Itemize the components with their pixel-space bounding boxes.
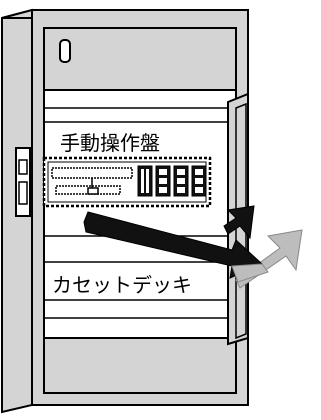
rack-area xyxy=(43,89,237,339)
arrow-in xyxy=(223,205,255,240)
manual-panel-label: 手動操作盤 xyxy=(60,131,160,155)
arrow-out-shadow xyxy=(231,263,269,283)
top-panel xyxy=(43,27,237,91)
cassette-deck-label: カセットデッキ xyxy=(52,273,192,297)
bottom-panel xyxy=(43,337,237,394)
lock-icon xyxy=(59,39,71,63)
manual-panel-unit xyxy=(42,156,212,208)
